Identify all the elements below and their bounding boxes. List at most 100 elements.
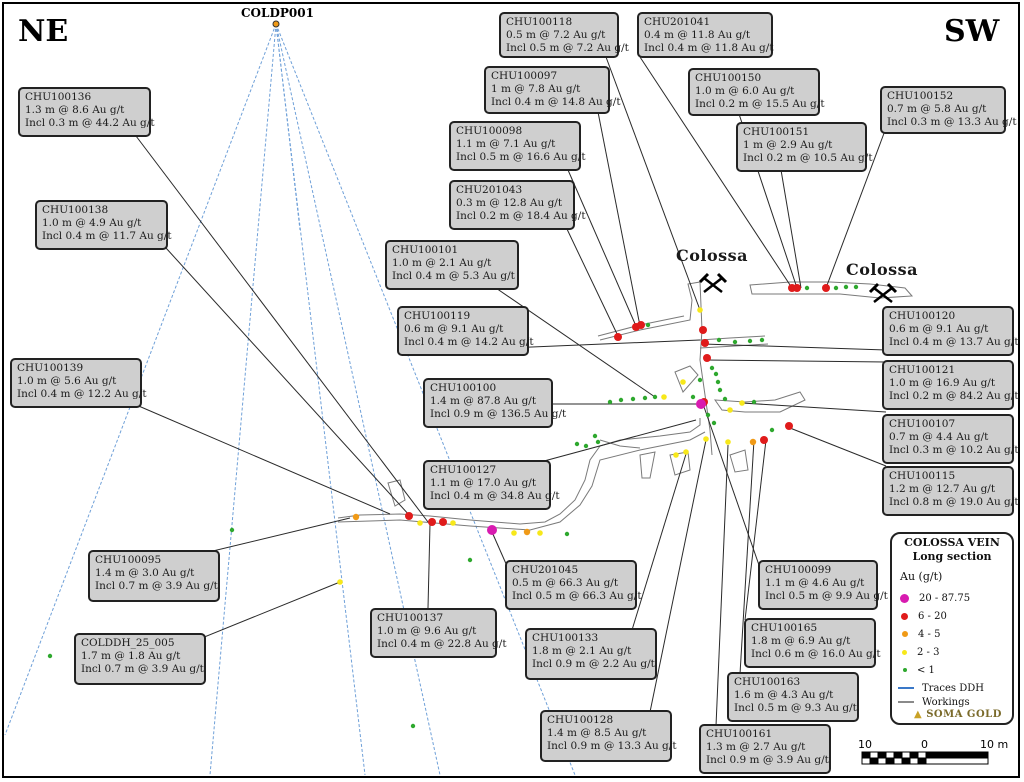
sample-dot bbox=[614, 333, 622, 341]
callout-sample-id: CHU100165 bbox=[751, 622, 818, 634]
callout-interval: 1.0 m @ 4.9 Au g/t bbox=[42, 217, 142, 229]
legend-line: Workings bbox=[898, 694, 970, 710]
callout-interval: 1.4 m @ 87.8 Au g/t bbox=[430, 395, 537, 407]
callout-included-interval: Incl 0.2 m @ 10.5 Au g/t bbox=[743, 152, 873, 164]
callout-interval: 1.1 m @ 7.1 Au g/t bbox=[456, 138, 556, 150]
collar-label: COLDP001 bbox=[241, 6, 314, 20]
scale-label-middle: 0 bbox=[921, 738, 928, 751]
callout-interval: 1.6 m @ 4.3 Au g/t bbox=[734, 689, 834, 701]
legend-line-label: Traces DDH bbox=[922, 682, 984, 694]
sample-dot bbox=[715, 379, 721, 385]
callout-included-interval: Incl 0.4 m @ 34.8 Au g/t bbox=[430, 490, 560, 502]
legend-class-label: 2 - 3 bbox=[917, 646, 940, 658]
callout-sample-id: CHU100119 bbox=[404, 310, 471, 322]
legend-line-label: Workings bbox=[922, 696, 970, 708]
sample-dot bbox=[804, 285, 810, 291]
sample-dot bbox=[511, 530, 517, 536]
callout-sample-id: CHU100115 bbox=[889, 470, 956, 482]
sample-dot bbox=[428, 518, 436, 526]
callout-interval: 0.4 m @ 11.8 Au g/t bbox=[644, 29, 751, 41]
legend-class: 6 - 20 bbox=[898, 608, 947, 624]
callout-included-interval: Incl 0.9 m @ 3.9 Au g/t bbox=[706, 754, 829, 766]
callout-interval: 1.8 m @ 2.1 Au g/t bbox=[532, 645, 632, 657]
legend-swatch-traces bbox=[898, 687, 914, 689]
callout-interval: 1.0 m @ 2.1 Au g/t bbox=[392, 257, 492, 269]
legend-unit: Au (g/t) bbox=[900, 570, 943, 583]
callout-interval: 1.7 m @ 1.8 Au g/t bbox=[81, 650, 181, 662]
sample-dot bbox=[630, 396, 636, 402]
sample-dot bbox=[722, 396, 728, 402]
callout-interval: 0.5 m @ 66.3 Au g/t bbox=[512, 577, 619, 589]
callout-included-interval: Incl 0.5 m @ 7.2 Au g/t bbox=[506, 42, 629, 54]
orientation-sw: SW bbox=[944, 14, 1000, 49]
sample-dot bbox=[703, 354, 711, 362]
legend-dot-orange bbox=[902, 631, 908, 637]
sample-dot bbox=[716, 337, 722, 343]
callout-interval: 1.0 m @ 16.9 Au g/t bbox=[889, 377, 996, 389]
callout-sample-id: CHU100107 bbox=[889, 418, 956, 430]
callout-included-interval: Incl 0.4 m @ 12.2 Au g/t bbox=[17, 388, 147, 400]
sample-dot bbox=[410, 723, 416, 729]
place-colossa-2: Colossa bbox=[846, 260, 919, 279]
legend-class: 20 - 87.75 bbox=[898, 590, 970, 606]
callout-sample-id: CHU100101 bbox=[392, 244, 459, 256]
callout-sample-id: CHU100150 bbox=[695, 72, 762, 84]
callout-sample-id: CHU100152 bbox=[887, 90, 954, 102]
sample-dot bbox=[439, 518, 447, 526]
scale-label-left: 10 bbox=[858, 738, 872, 751]
callout-interval: 0.3 m @ 12.8 Au g/t bbox=[456, 197, 563, 209]
callout-interval: 1.1 m @ 17.0 Au g/t bbox=[430, 477, 537, 489]
sample-dot bbox=[592, 433, 598, 439]
callout-sample-id: CHU100139 bbox=[17, 362, 84, 374]
legend-dot-magenta bbox=[900, 593, 909, 603]
sample-dot bbox=[607, 399, 613, 405]
callout-sample-id: CHU100136 bbox=[25, 91, 92, 103]
callout-sample-id: CHU100161 bbox=[706, 728, 773, 740]
callout-included-interval: Incl 0.4 m @ 5.3 Au g/t bbox=[392, 270, 515, 282]
callout-interval: 0.7 m @ 5.8 Au g/t bbox=[887, 103, 987, 115]
callout-included-interval: Incl 0.2 m @ 15.5 Au g/t bbox=[695, 98, 825, 110]
sample-dot bbox=[337, 579, 343, 585]
sample-dot bbox=[769, 427, 775, 433]
sample-dot bbox=[822, 284, 830, 292]
sample-dot bbox=[690, 394, 696, 400]
callout-sample-id: CHU100151 bbox=[743, 126, 810, 138]
legend-dot-green bbox=[903, 668, 907, 672]
legend-class-label: < 1 bbox=[917, 664, 935, 676]
legend-class: 4 - 5 bbox=[898, 626, 940, 642]
sample-dot bbox=[833, 285, 839, 291]
callout-included-interval: Incl 0.9 m @ 13.3 Au g/t bbox=[547, 740, 677, 752]
sample-dot bbox=[696, 399, 706, 409]
callout-included-interval: Incl 0.5 m @ 16.6 Au g/t bbox=[456, 151, 586, 163]
callout-interval: 1.3 m @ 8.6 Au g/t bbox=[25, 104, 125, 116]
callout-included-interval: Incl 0.4 m @ 13.7 Au g/t bbox=[889, 336, 1019, 348]
callout-sample-id: CHU100128 bbox=[547, 714, 614, 726]
callout-interval: 1.0 m @ 6.0 Au g/t bbox=[695, 85, 795, 97]
brand-name: SOMA GOLD bbox=[926, 709, 1002, 720]
callout-sample-id: CHU100137 bbox=[377, 612, 444, 624]
callout-interval: 1.4 m @ 3.0 Au g/t bbox=[95, 567, 195, 579]
legend-line: Traces DDH bbox=[898, 680, 984, 696]
sample-dot bbox=[747, 338, 753, 344]
mine-symbol-2 bbox=[868, 282, 898, 303]
sample-dot bbox=[450, 520, 456, 526]
callout-sample-id: CHU100100 bbox=[430, 382, 497, 394]
callout-included-interval: Incl 0.9 m @ 136.5 Au g/t bbox=[430, 408, 567, 420]
callout-included-interval: Incl 0.4 m @ 22.8 Au g/t bbox=[377, 638, 507, 650]
sample-dot bbox=[417, 520, 423, 526]
sample-dot bbox=[732, 339, 738, 345]
collar-marker bbox=[272, 20, 280, 28]
callout-sample-id: CHU100133 bbox=[532, 632, 599, 644]
